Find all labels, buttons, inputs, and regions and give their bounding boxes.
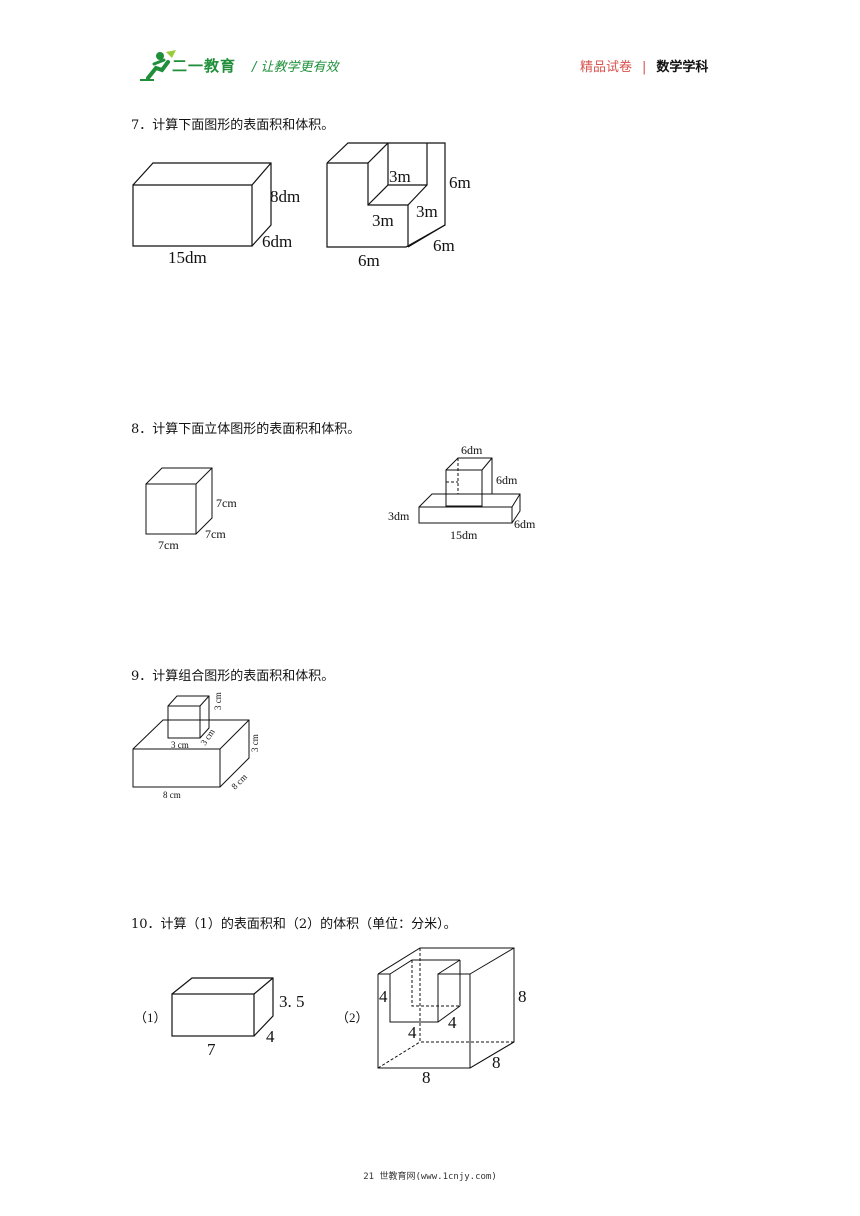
- q9-base-height-label: 3 cm: [250, 734, 260, 752]
- q8a-width-label: 7cm: [158, 538, 179, 552]
- q9-base-length-label: 8 cm: [163, 790, 181, 800]
- q9-cube-height-label: 3 cm: [213, 692, 223, 710]
- q7b-inner-width-label: 3m: [372, 211, 394, 230]
- brand-name: 二一教育: [172, 57, 237, 75]
- header-label-quality: 精品试卷: [580, 60, 633, 75]
- q8a-height-label: 7cm: [216, 496, 237, 510]
- page-footer: 21 世教育网(www.1cnjy.com): [363, 1172, 497, 1182]
- question-text: 计算下面图形的表面积和体积。: [152, 118, 335, 133]
- q10b-inner-depth-label: 4: [448, 1013, 457, 1032]
- q8b-base-length-label: 15dm: [450, 528, 478, 542]
- question-9: 9．计算组合图形的表面积和体积。: [131, 665, 334, 684]
- q7a-length-label: 15dm: [168, 248, 207, 267]
- header-label-subject: 数学学科: [656, 60, 709, 75]
- q7b-width-label: 6m: [358, 251, 380, 270]
- q10b-inner-width-label: 4: [408, 1023, 417, 1042]
- q10-cuboid: [171, 977, 274, 1037]
- q10-notched-cube: [377, 947, 515, 1069]
- question-10: 10．计算（1）的表面积和（2）的体积（单位：分米）。: [131, 913, 457, 932]
- question-text: 计算（1）的表面积和（2）的体积（单位：分米）。: [160, 917, 457, 932]
- q10-figures: （1） 3. 5 4 7 （2） 4 4 4 8 8 8: [134, 947, 527, 1087]
- header-right: 精品试卷 | 数学学科: [580, 56, 708, 75]
- brand-slogan: / 让教学更有效: [252, 60, 339, 75]
- q8b-top-width-label: 6dm: [461, 443, 483, 457]
- q9-cube-width-label: 3 cm: [171, 740, 189, 750]
- question-8: 8．计算下面立体图形的表面积和体积。: [131, 418, 360, 437]
- question-number: 7．: [131, 118, 153, 133]
- q7b-inner-height-label: 3m: [389, 167, 411, 186]
- runner-logo-icon: [140, 50, 176, 81]
- q8-figures: 7cm 7cm 7cm 6dm 6dm 3dm 6dm 15dm: [145, 443, 536, 552]
- q10a-height-label: 3. 5: [279, 992, 305, 1011]
- q9-combined-solid: [132, 695, 250, 788]
- q8-stacked-solid: [418, 457, 521, 524]
- q10-fig1-label: （1）: [134, 1010, 167, 1025]
- q7b-height-label: 6m: [449, 173, 471, 192]
- q10b-depth-label: 8: [492, 1053, 501, 1072]
- question-number: 8．: [131, 422, 153, 437]
- q9-figure: 3 cm 3 cm 3 cm 3 cm 8 cm 8 cm: [132, 692, 260, 800]
- q10b-inner-height-label: 4: [379, 987, 388, 1006]
- q7-cuboid: [132, 162, 272, 247]
- question-text: 计算下面立体图形的表面积和体积。: [152, 422, 361, 437]
- q7-figures: 8dm 6dm 15dm 3m 6m 3m 3m 6m 6m: [132, 142, 471, 270]
- q8b-base-height-label: 3dm: [388, 509, 410, 523]
- q10b-width-label: 8: [422, 1068, 431, 1087]
- question-7: 7．计算下面图形的表面积和体积。: [131, 114, 334, 133]
- q10b-height-label: 8: [518, 987, 527, 1006]
- q10a-length-label: 7: [207, 1040, 216, 1059]
- q8a-depth-label: 7cm: [205, 527, 226, 541]
- question-text: 计算组合图形的表面积和体积。: [152, 669, 335, 684]
- q7b-depth-label: 6m: [433, 236, 455, 255]
- q8-cube: [145, 467, 213, 535]
- q7a-width-label: 6dm: [262, 232, 292, 251]
- header-separator: |: [642, 60, 647, 75]
- question-number: 10．: [131, 917, 161, 932]
- q8b-top-height-label: 6dm: [496, 473, 518, 487]
- q9-cube-depth-label: 3 cm: [198, 727, 216, 747]
- question-number: 9．: [131, 669, 153, 684]
- q10-fig2-label: （2）: [336, 1010, 369, 1025]
- q8b-base-depth-label: 6dm: [514, 517, 536, 531]
- q10a-depth-label: 4: [266, 1027, 275, 1046]
- header-logo: [138, 48, 368, 84]
- q7-notched-cube: [326, 142, 446, 248]
- q7a-height-label: 8dm: [270, 187, 300, 206]
- q7b-inner-depth-label: 3m: [416, 202, 438, 221]
